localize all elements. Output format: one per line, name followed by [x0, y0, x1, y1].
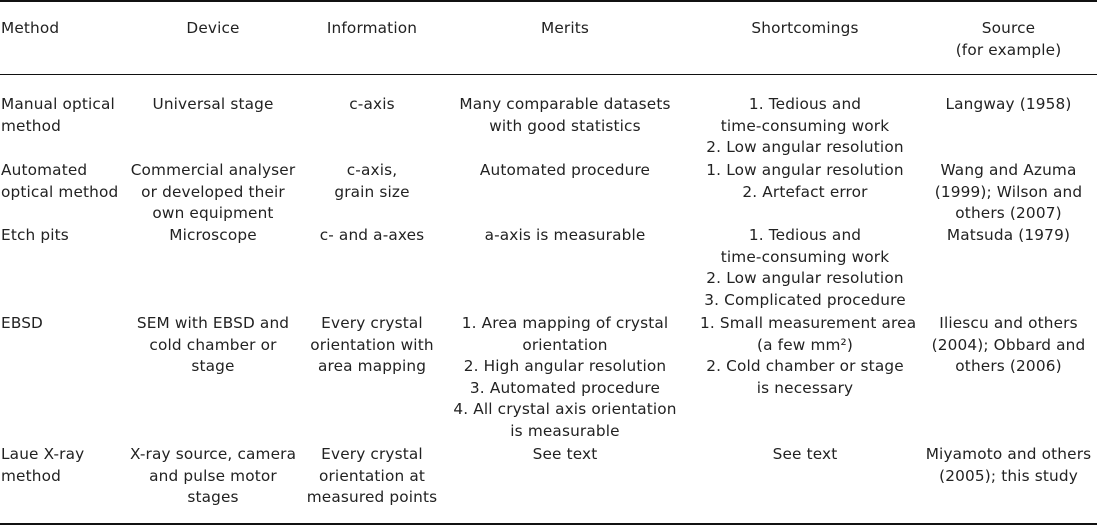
header-device: Device: [186, 19, 240, 37]
cell-device: Microscope: [169, 226, 257, 244]
cell-merits: Many comparable datasets with good stati…: [459, 95, 671, 135]
header-merits: Merits: [540, 19, 589, 37]
table-top-rule: [0, 0, 1097, 2]
cell-merits: 1. Area mapping of crystal orientation 2…: [453, 314, 677, 440]
cell-shortcomings: See text: [772, 445, 838, 463]
header-information: Information: [326, 19, 418, 37]
cell-information: c-axis, grain size: [334, 161, 410, 201]
cell-method: Manual optical method: [1, 95, 115, 135]
cell-information: Every crystal orientation with area mapp…: [310, 314, 434, 375]
cell-shortcomings: 1. Tedious and time-consuming work 2. Lo…: [704, 226, 906, 309]
header-method: Method: [1, 19, 60, 37]
cell-merits: Automated procedure: [479, 161, 651, 179]
header-rule: [0, 74, 1097, 75]
cell-shortcomings: 1. Low angular resolution 2. Artefact er…: [706, 161, 904, 201]
cell-source: Langway (1958): [945, 95, 1072, 113]
cell-source: Miyamoto and others (2005); this study: [925, 445, 1092, 485]
cell-shortcomings: 1. Small measurement area (a few mm²) 2.…: [700, 314, 917, 397]
cell-source: Wang and Azuma (1999); Wilson and others…: [934, 161, 1083, 222]
table-bottom-rule: [0, 523, 1097, 525]
cell-method: EBSD: [1, 314, 43, 332]
cell-shortcomings: 1. Tedious and time-consuming work 2. Lo…: [706, 95, 904, 156]
cell-method: Etch pits: [1, 226, 69, 244]
cell-information: c- and a-axes: [319, 226, 425, 244]
cell-merits: See text: [532, 445, 598, 463]
cell-device: Commercial analyser or developed their o…: [130, 161, 296, 222]
header-shortcomings: Shortcomings: [751, 19, 859, 37]
cell-source: Matsuda (1979): [946, 226, 1071, 244]
cell-source: Iliescu and others (2004); Obbard and ot…: [931, 314, 1086, 375]
cell-information: Every crystal orientation at measured po…: [306, 445, 438, 506]
cell-information: c-axis: [349, 95, 395, 113]
cell-device: X-ray source, camera and pulse motor sta…: [130, 445, 297, 506]
cell-merits: a-axis is measurable: [484, 226, 646, 244]
header-source: Source (for example): [955, 19, 1062, 59]
cell-device: SEM with EBSD and cold chamber or stage: [136, 314, 290, 375]
cell-device: Universal stage: [152, 95, 274, 113]
cell-method: Automated optical method: [1, 161, 119, 201]
cell-method: Laue X-ray method: [1, 445, 85, 485]
